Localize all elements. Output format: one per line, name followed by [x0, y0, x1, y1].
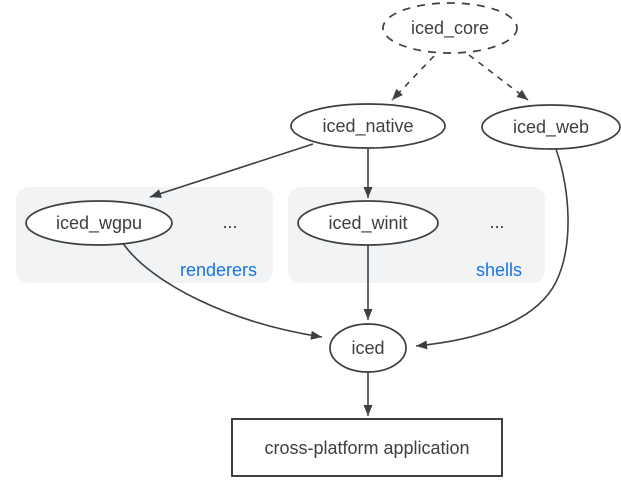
- node-iced-native-label: iced_native: [322, 116, 413, 137]
- node-iced-web-label: iced_web: [513, 117, 589, 138]
- group-renderers-ellipsis: ...: [222, 212, 237, 232]
- edge-iced-wgpu-to-iced: [121, 241, 323, 340]
- node-iced-ellipse: [329, 323, 407, 373]
- node-iced-core-ellipse: [382, 2, 518, 54]
- node-application-label: cross-platform application: [264, 438, 469, 458]
- node-iced-wgpu-ellipse: [25, 200, 173, 246]
- node-application-rect: [231, 418, 503, 477]
- edge-iced-core-to-iced-native: [391, 55, 435, 101]
- node-iced-native-ellipse: [290, 103, 446, 149]
- node-iced-label: iced: [351, 338, 384, 358]
- node-iced-winit-label: iced_winit: [328, 213, 407, 234]
- group-shells-ellipsis: ...: [489, 212, 504, 232]
- edge-iced-web-to-iced: [415, 148, 569, 350]
- node-iced-core-label: iced_core: [411, 18, 489, 39]
- group-renderers-label: renderers: [180, 260, 257, 280]
- edge-iced-core-to-iced-web: [468, 54, 529, 101]
- node-iced-wgpu-label: iced_wgpu: [56, 213, 142, 234]
- edge-iced-native-to-iced-wgpu: [149, 143, 314, 198]
- group-shells-label: shells: [476, 260, 522, 280]
- node-iced-web-ellipse: [481, 104, 621, 150]
- node-iced-winit-ellipse: [297, 200, 439, 246]
